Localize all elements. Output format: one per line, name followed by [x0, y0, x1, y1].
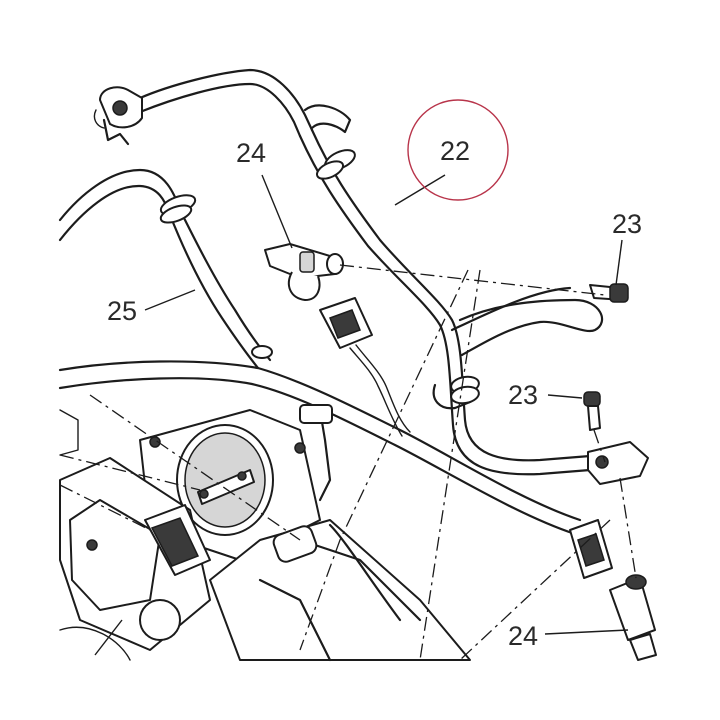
sensor-24-upper [264, 243, 344, 301]
connector-plug-lower [569, 519, 613, 579]
mounting-bracket-lower [587, 441, 649, 485]
housing-edge-left [59, 409, 79, 456]
callout-23-upper: 23 [612, 209, 642, 239]
sensor-24-lower [609, 574, 657, 661]
highlight-circle [407, 99, 509, 201]
screw-23-upper [589, 283, 629, 303]
hose-22 [138, 68, 604, 476]
hose-22-clamps [315, 149, 480, 405]
connector-plug-upper [319, 297, 411, 437]
callout-25: 25 [107, 296, 137, 326]
intake-manifold [209, 404, 471, 662]
assembly-lines [59, 264, 637, 661]
callout-23-lower: 23 [508, 380, 538, 410]
cable-arc [59, 626, 131, 661]
bracket-connector-icon [93, 86, 143, 146]
hose-25-clamp [159, 194, 273, 359]
screw-23-lower [583, 391, 601, 431]
callout-24-upper: 24 [236, 138, 266, 168]
leader-lines [94, 174, 629, 656]
throttle-motor-housing [59, 457, 211, 651]
callout-24-lower: 24 [508, 621, 538, 651]
callout-22: 22 [440, 136, 470, 166]
